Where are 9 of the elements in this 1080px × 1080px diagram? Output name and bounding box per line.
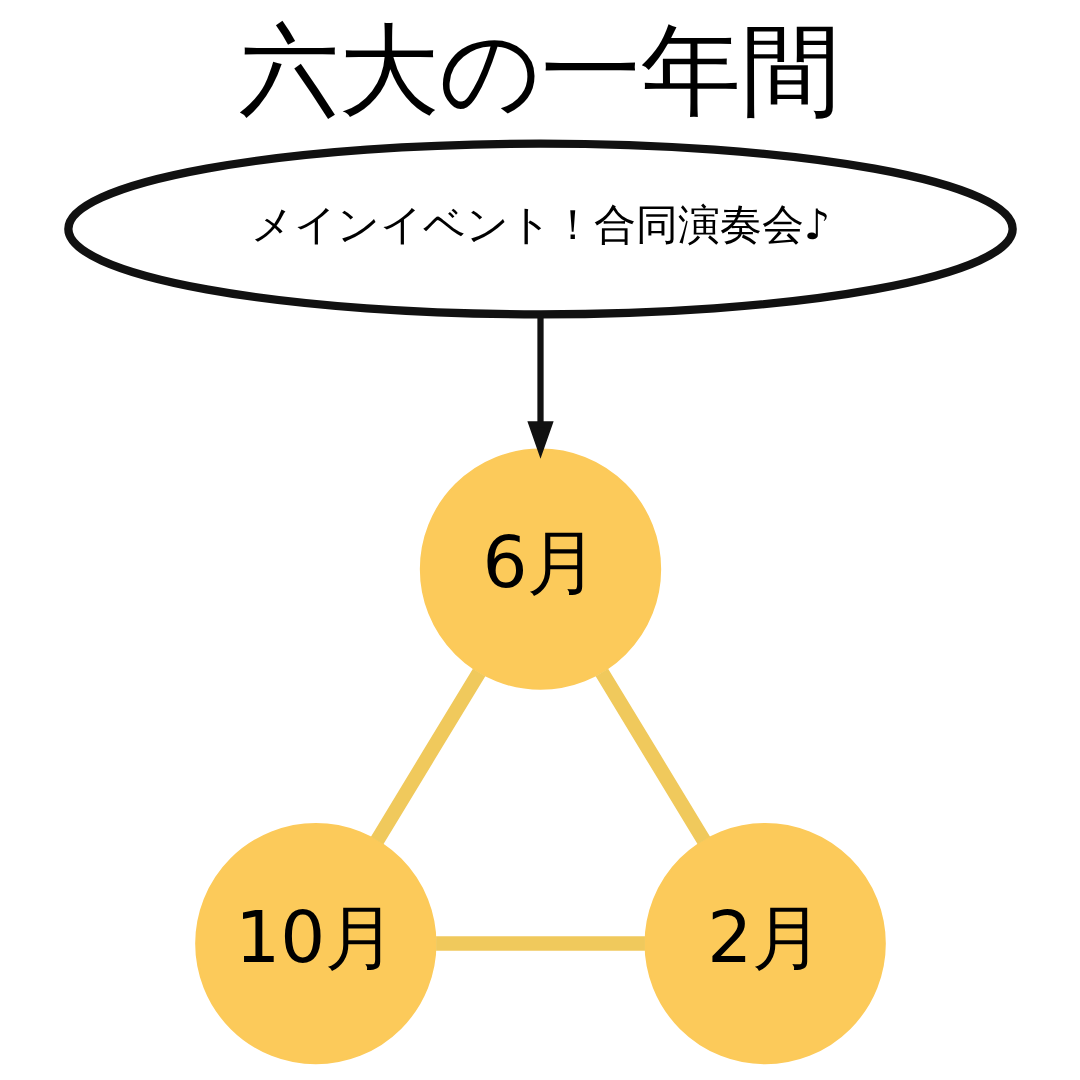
node-circle: 6月 (419, 448, 661, 690)
connector (370, 668, 485, 845)
arrow (526, 315, 554, 459)
node-circle: 2月 (644, 822, 886, 1065)
node-circle: 10月 (194, 822, 436, 1065)
node-ellipse: メインイベント！合同演奏会♪ (63, 139, 1017, 319)
diagram-title: 六大の一年間 (239, 12, 841, 129)
connector (595, 668, 710, 845)
connector (435, 936, 645, 951)
